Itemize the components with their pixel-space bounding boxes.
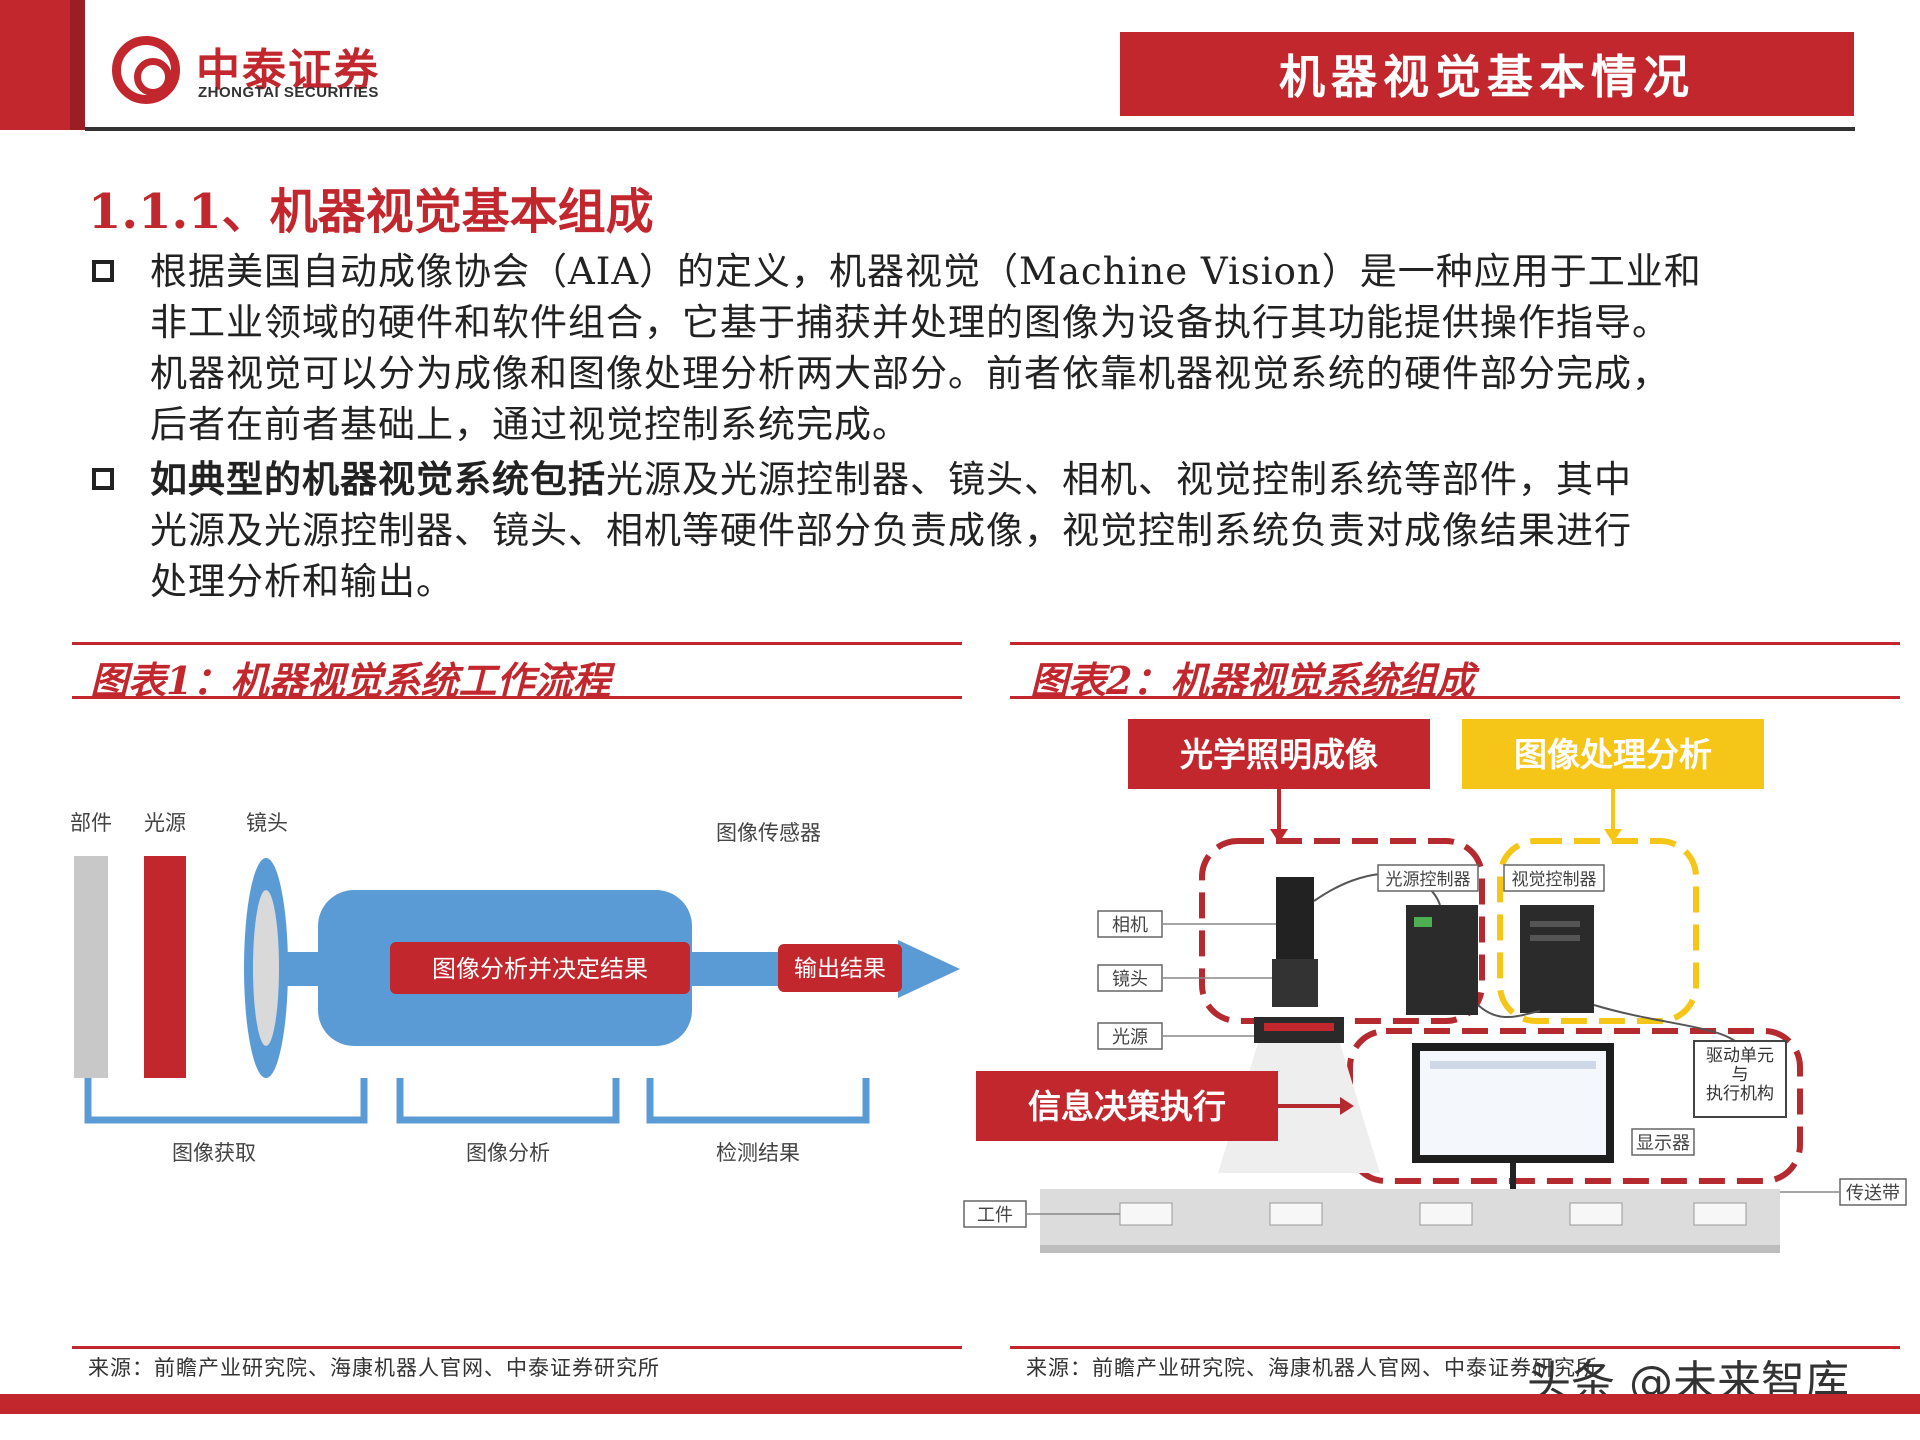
figure1-top-rule xyxy=(72,642,962,645)
header-accent-shade xyxy=(70,0,85,130)
display-tag xyxy=(1631,1128,1695,1156)
light-source-block xyxy=(144,856,186,1078)
workpiece-item xyxy=(1419,1202,1473,1226)
label-result: 检测结果 xyxy=(716,1141,800,1165)
camera-icon xyxy=(1276,877,1314,959)
bracket-result xyxy=(646,1078,870,1124)
figure2-title: 图表2：机器视觉系统组成 xyxy=(1030,658,1475,703)
bracket-acquire xyxy=(84,1078,368,1124)
conveyor-tag xyxy=(1839,1178,1907,1206)
paragraph-line: 如典型的机器视觉系统包括光源及光源控制器、镜头、相机、视觉控制系统等部件，其中 xyxy=(150,454,1870,505)
conveyor-label: 传送带 xyxy=(1846,1183,1900,1204)
figure1-title: 图表1：机器视觉系统工作流程 xyxy=(90,658,611,703)
camera-label: 相机 xyxy=(1112,915,1148,936)
lens-label: 镜头 xyxy=(1112,969,1148,990)
analyze-label: 图像分析并决定结果 xyxy=(432,955,648,983)
header-divider xyxy=(85,127,1855,131)
output-box xyxy=(778,944,902,992)
arrow-down-icon xyxy=(1270,829,1288,843)
section-title: 1.1.1、机器视觉基本组成 xyxy=(88,184,654,240)
paragraph-line: 非工业领域的硬件和软件组合，它基于捕获并处理的图像为设备执行其功能提供操作指导。 xyxy=(150,301,1670,344)
cable xyxy=(1477,1004,1541,1019)
analyze-box xyxy=(390,942,690,994)
cable xyxy=(1593,1004,1741,1046)
part-block xyxy=(74,856,108,1078)
label-acquire: 图像获取 xyxy=(172,1141,256,1165)
light-tag xyxy=(1097,1022,1163,1050)
workpiece-item xyxy=(1693,1202,1747,1226)
figure1-source: 来源：前瞻产业研究院、海康机器人官网、中泰证券研究所 xyxy=(88,1356,660,1380)
figure2-top-rule xyxy=(1010,642,1900,645)
vision-ctrl-label: 视觉控制器 xyxy=(1512,870,1597,890)
arrow-down-icon xyxy=(1604,829,1622,843)
bullet-box-icon xyxy=(92,260,114,282)
figure1-diagram: 部件 光源 镜头 图像传感器 图像分析并决定结果 输出结果 图像获取 图像分析 … xyxy=(70,811,960,1165)
paragraph-line: 根据美国自动成像协会（AIA）的定义，机器视觉（Machine Vision）是… xyxy=(150,250,1702,293)
workpiece-label: 工件 xyxy=(977,1205,1013,1226)
workpiece-item xyxy=(1569,1202,1623,1226)
camera-tag xyxy=(1097,910,1163,938)
lens-tag xyxy=(1097,964,1163,992)
processing-box xyxy=(1462,719,1764,789)
line-rest: 光源及光源控制器、镜头、相机、视觉控制系统等部件，其中 xyxy=(606,458,1632,501)
label-analysis: 图像分析 xyxy=(466,1141,550,1165)
arrow-right-icon xyxy=(898,940,960,998)
optical-label: 光学照明成像 xyxy=(1180,735,1378,774)
vent-line xyxy=(1530,921,1580,927)
figure2-source: 来源：前瞻产业研究院、海康机器人官网、中泰证券研究所 xyxy=(1026,1356,1598,1380)
workpiece-tag xyxy=(963,1200,1027,1228)
screen-toolbar xyxy=(1430,1061,1596,1069)
paragraph-line: 处理分析和输出。 xyxy=(150,560,454,603)
zhongtai-logo-icon xyxy=(112,36,180,104)
processing-group xyxy=(1497,838,1699,1024)
lens-glass xyxy=(253,890,279,1046)
ring-light-glow xyxy=(1264,1023,1334,1031)
output-label: 输出结果 xyxy=(794,956,886,982)
figure2-source-rule xyxy=(1010,1346,1900,1349)
logo-text-cn: 中泰证券 xyxy=(196,45,380,96)
light-label: 光源 xyxy=(1112,1027,1148,1048)
display-label: 显示器 xyxy=(1636,1133,1690,1154)
paragraph-line: 光源及光源控制器、镜头、相机等硬件部分负责成像，视觉控制系统负责对成像结果进行 xyxy=(150,509,1632,552)
footer-bar xyxy=(0,1394,1920,1414)
bracket-analysis xyxy=(396,1078,620,1124)
logo-text-en: ZHONGTAI SECURITIES xyxy=(198,84,379,101)
bold-lead: 如典型的机器视觉系统包括 xyxy=(150,457,606,501)
light-ctrl-tag xyxy=(1377,864,1479,892)
label-light: 光源 xyxy=(144,811,186,835)
processing-label: 图像处理分析 xyxy=(1514,735,1712,774)
figure2-diagram: 光学照明成像 图像处理分析 光源控制器 视觉控制器 相机 镜头 光源 信息决策执… xyxy=(963,719,1907,1253)
vision-ctrl-tag xyxy=(1503,864,1605,892)
figure1-source-rule xyxy=(72,1346,962,1349)
optical-box xyxy=(1128,719,1430,789)
monitor-stand xyxy=(1510,1163,1516,1191)
drive-label-1: 驱动单元 xyxy=(1706,1046,1774,1066)
decision-box xyxy=(976,1071,1278,1141)
label-sensor: 图像传感器 xyxy=(716,821,821,845)
conveyor-edge xyxy=(1040,1245,1780,1253)
decision-label: 信息决策执行 xyxy=(1028,1087,1226,1126)
arrow-right-icon xyxy=(1340,1097,1354,1115)
drive-unit-box xyxy=(1693,1040,1787,1118)
label-lens: 镜头 xyxy=(246,811,288,835)
workpiece-item xyxy=(1269,1202,1323,1226)
light-ctrl-label: 光源控制器 xyxy=(1386,870,1471,890)
figure1-bottom-rule xyxy=(72,696,962,699)
led-indicator xyxy=(1414,917,1432,927)
paragraph-2: 如典型的机器视觉系统包括光源及光源控制器、镜头、相机、视觉控制系统等部件，其中 … xyxy=(150,454,1870,607)
paragraph-line: 机器视觉可以分为成像和图像处理分析两大部分。前者依靠机器视觉系统的硬件部分完成， xyxy=(150,352,1670,395)
label-part: 部件 xyxy=(70,811,112,835)
bullet-box-icon xyxy=(92,468,114,490)
page-title: 机器视觉基本情况 xyxy=(1120,32,1854,116)
lens-icon xyxy=(1272,959,1318,1007)
workpiece-item xyxy=(1119,1202,1173,1226)
figure2-bottom-rule xyxy=(1010,696,1900,699)
drive-label-3: 执行机构 xyxy=(1706,1084,1774,1104)
drive-label-2: 与 xyxy=(1732,1065,1749,1085)
paragraph-line: 后者在前者基础上，通过视觉控制系统完成。 xyxy=(150,403,910,446)
paragraph-1: 根据美国自动成像协会（AIA）的定义，机器视觉（Machine Vision）是… xyxy=(150,246,1870,450)
vent-line xyxy=(1530,935,1580,941)
